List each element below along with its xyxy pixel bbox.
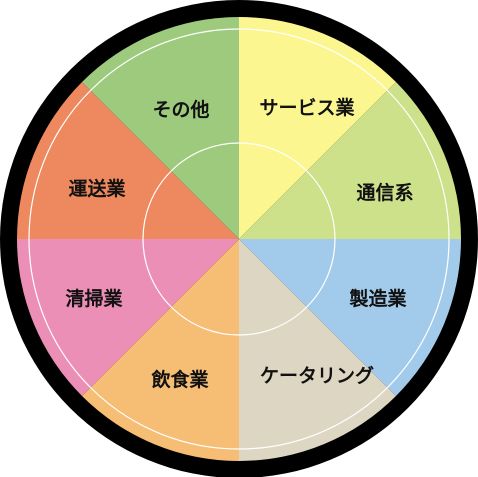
segment-label-service: サービス業 (259, 96, 355, 119)
segment-label-transport: 運送業 (68, 177, 126, 200)
segment-label-cleaning: 清掃業 (65, 287, 123, 310)
segment-catering[interactable] (239, 239, 396, 461)
segment-cleaning[interactable] (17, 239, 239, 396)
segment-label-other: その他 (152, 98, 209, 121)
segment-restaurant[interactable] (82, 239, 240, 461)
segment-label-telecom: 通信系 (356, 181, 413, 204)
segment-transport[interactable] (17, 82, 239, 240)
segment-telecom[interactable] (239, 82, 461, 240)
segment-labels: サービス業 通信系 製造業 ケータリング 飲食業 清掃業 運送業 その他 (65, 96, 413, 391)
segment-label-catering: ケータリング (260, 364, 374, 387)
segment-other[interactable] (82, 17, 240, 239)
segments (17, 17, 461, 461)
segment-manufacturing[interactable] (239, 239, 461, 396)
segment-label-manufacturing: 製造業 (348, 287, 407, 310)
guide-circle-inner (142, 142, 336, 336)
segment-service[interactable] (239, 17, 396, 239)
segment-label-restaurant: 飲食業 (150, 368, 209, 391)
guide-circle-outer (28, 28, 450, 450)
